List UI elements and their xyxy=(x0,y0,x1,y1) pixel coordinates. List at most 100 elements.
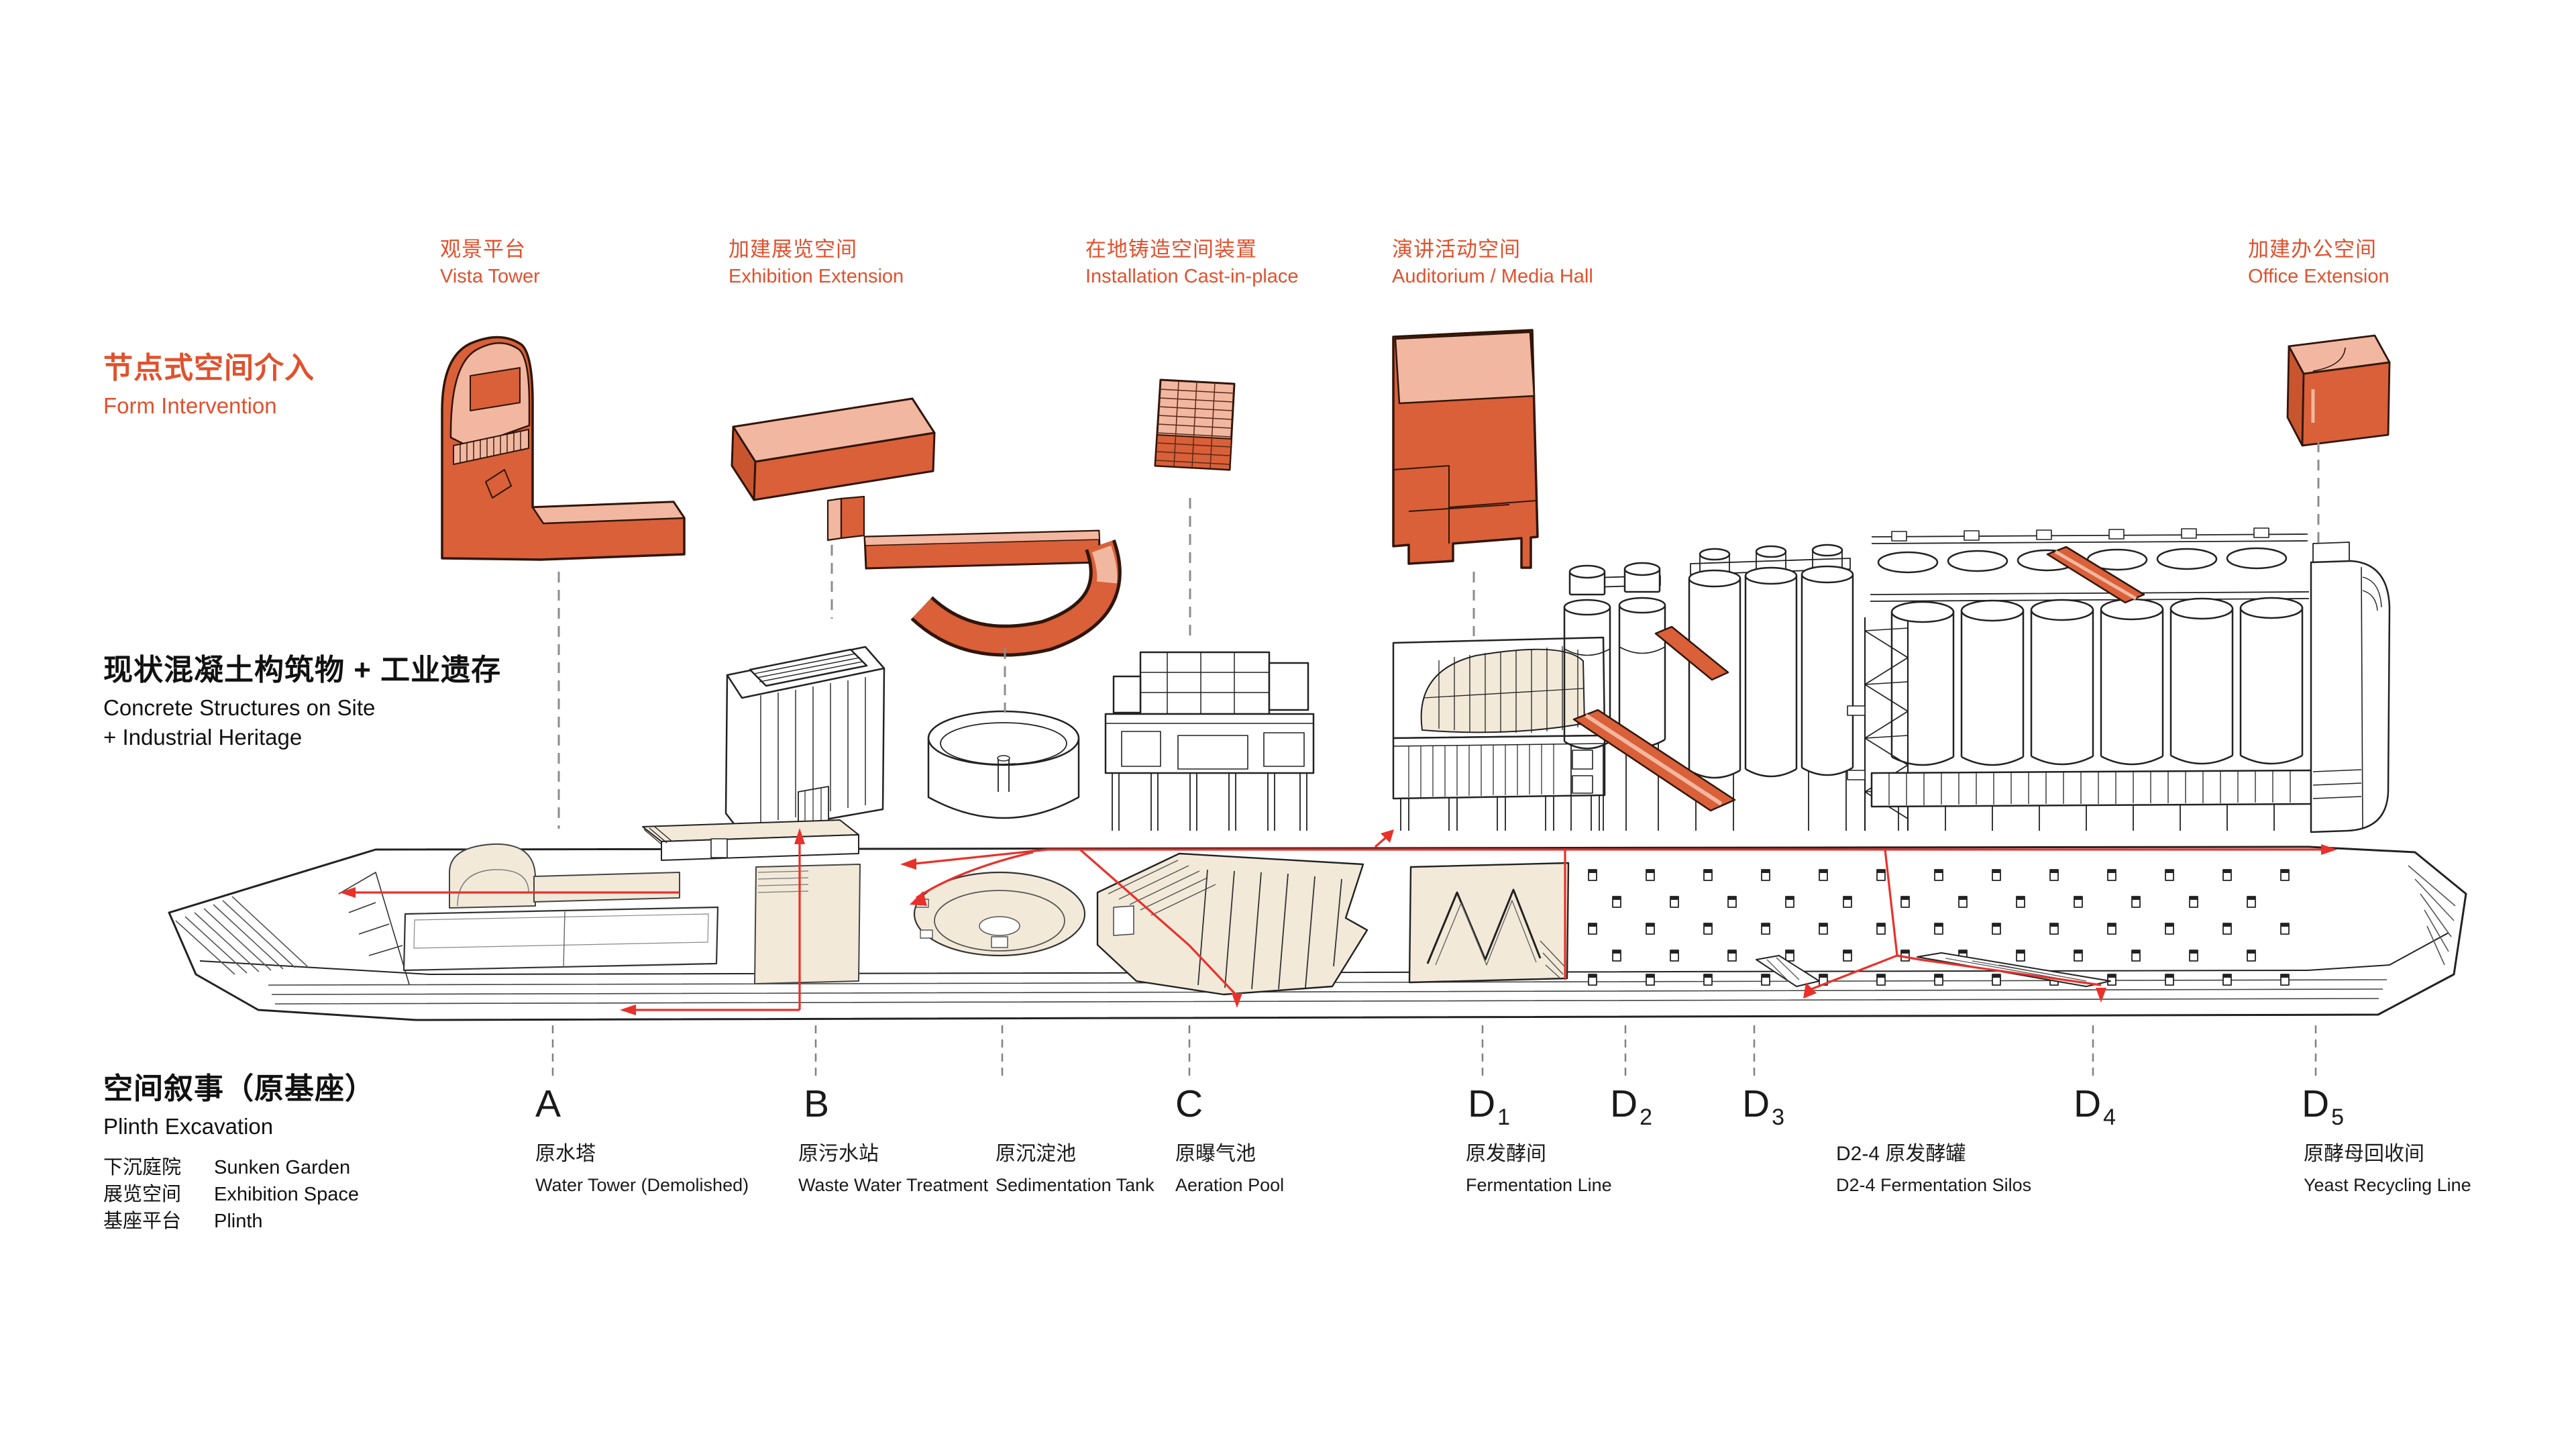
heritage-title-en-1: Concrete Structures on Site xyxy=(103,695,376,720)
caption-aeration: 原曝气池 Aeration Pool xyxy=(1175,1137,1284,1196)
yeast-recycling-building xyxy=(2310,542,2391,833)
vista-tower-form xyxy=(441,336,686,561)
marker-d1-sub: 1 xyxy=(1497,1105,1511,1130)
legend-sunken-garden-en: Sunken Garden xyxy=(214,1157,351,1178)
caption-fermentation-line-cn: 原发酵间 xyxy=(1466,1143,1546,1165)
caption-yeast-recycling-cn: 原酵母回收间 xyxy=(2304,1143,2424,1165)
j-curve-form xyxy=(863,529,1122,657)
marker-a-letter: A xyxy=(535,1082,561,1125)
marker-d5-sub: 5 xyxy=(2331,1105,2345,1130)
caption-fermentation-silos-cn: D2-4 原发酵罐 xyxy=(1836,1143,1966,1165)
fermentation-hall xyxy=(1392,636,1606,831)
label-vista-tower-cn: 观景平台 xyxy=(440,238,526,261)
label-installation: 在地铸造空间装置 Installation Cast-in-place xyxy=(1085,239,1299,287)
office-extension-form xyxy=(2286,334,2391,447)
auditorium-form xyxy=(1392,329,1539,569)
form-intervention-title-en: Form Intervention xyxy=(103,393,277,418)
caption-sedimentation-en: Sedimentation Tank xyxy=(996,1175,1155,1195)
marker-d2: D2 xyxy=(1610,1082,1652,1130)
leader-lines xyxy=(557,442,2320,829)
plinth-title-en: Plinth Excavation xyxy=(103,1114,274,1139)
caption-waste-water-en: Waste Water Treatment xyxy=(798,1175,989,1195)
heritage-drawing xyxy=(642,527,2391,861)
heritage-title-en-2: + Industrial Heritage xyxy=(103,725,303,750)
label-auditorium-cn: 演讲活动空间 xyxy=(1392,238,1521,261)
marker-b: B xyxy=(804,1082,829,1126)
label-exhibition-extension-cn: 加建展览空间 xyxy=(729,238,857,261)
section-plinth: 空间叙事（原基座） Plinth Excavation 下沉庭院 Sunken … xyxy=(103,1064,375,1235)
label-auditorium-en: Auditorium / Media Hall xyxy=(1392,266,1593,287)
marker-d4-sub: 4 xyxy=(2103,1105,2116,1130)
plinth-title-cn: 空间叙事（原基座） xyxy=(103,1072,375,1105)
exhibition-extension-form xyxy=(731,397,936,542)
heritage-title-cn: 现状混凝土构筑物 + 工业遗存 xyxy=(103,654,502,686)
legend-row-exhibition-space: 展览空间 Exhibition Space xyxy=(103,1181,375,1208)
legend-sunken-garden-cn: 下沉庭院 xyxy=(103,1157,182,1178)
fermentation-silo-block xyxy=(1870,527,2312,831)
caption-fermentation-line-en: Fermentation Line xyxy=(1466,1175,1612,1195)
caption-fermentation-silos-en: D2-4 Fermentation Silos xyxy=(1836,1175,2032,1195)
waste-water-treatment-building xyxy=(724,646,885,837)
caption-water-tower-en: Water Tower (Demolished) xyxy=(535,1175,749,1195)
label-office-extension-cn: 加建办公空间 xyxy=(2248,238,2377,261)
marker-c-letter: C xyxy=(1175,1082,1203,1125)
caption-fermentation-silos: D2-4 原发酵罐 D2-4 Fermentation Silos xyxy=(1836,1137,2031,1196)
marker-leader-lines xyxy=(551,1025,2317,1076)
aeration-frame-structure xyxy=(1104,651,1315,831)
caption-fermentation-line: 原发酵间 Fermentation Line xyxy=(1466,1137,1612,1196)
plinth-outbuilding xyxy=(642,819,859,861)
label-vista-tower-en: Vista Tower xyxy=(440,266,540,287)
marker-d5: D5 xyxy=(2302,1082,2344,1130)
caption-yeast-recycling-en: Yeast Recycling Line xyxy=(2304,1175,2471,1195)
marker-d1-letter: D xyxy=(1468,1082,1496,1125)
label-exhibition-extension-en: Exhibition Extension xyxy=(729,266,904,287)
legend-exhibition-space-en: Exhibition Space xyxy=(214,1184,360,1205)
form-layer xyxy=(441,329,2391,657)
label-office-extension-en: Office Extension xyxy=(2248,266,2390,287)
marker-d5-letter: D xyxy=(2302,1082,2330,1125)
label-exhibition-extension: 加建展览空间 Exhibition Extension xyxy=(729,239,904,287)
caption-water-tower-cn: 原水塔 xyxy=(535,1143,596,1165)
marker-d3-letter: D xyxy=(1742,1082,1770,1125)
circulation-arrows xyxy=(339,828,2337,1015)
marker-d1: D1 xyxy=(1468,1082,1510,1130)
section-heritage: 现状混凝土构筑物 + 工业遗存 Concrete Structures on S… xyxy=(103,646,501,750)
label-installation-cn: 在地铸造空间装置 xyxy=(1085,238,1257,261)
marker-d2-sub: 2 xyxy=(1640,1105,1653,1130)
caption-yeast-recycling: 原酵母回收间 Yeast Recycling Line xyxy=(2304,1137,2471,1196)
caption-waste-water: 原污水站 Waste Water Treatment xyxy=(798,1137,988,1196)
label-office-extension: 加建办公空间 Office Extension xyxy=(2248,239,2390,287)
legend-plinth-en: Plinth xyxy=(214,1211,263,1232)
sedimentation-tank-drawing xyxy=(927,710,1080,819)
marker-d4: D4 xyxy=(2074,1082,2116,1130)
label-auditorium: 演讲活动空间 Auditorium / Media Hall xyxy=(1392,239,1593,287)
marker-d2-letter: D xyxy=(1610,1082,1638,1125)
caption-aeration-en: Aeration Pool xyxy=(1175,1175,1285,1195)
mid-silos xyxy=(1688,544,1854,831)
marker-d4-letter: D xyxy=(2074,1082,2102,1125)
legend-plinth-cn: 基座平台 xyxy=(103,1211,182,1232)
legend-row-plinth: 基座平台 Plinth xyxy=(103,1208,375,1235)
label-vista-tower: 观景平台 Vista Tower xyxy=(440,239,540,287)
marker-d3: D3 xyxy=(1742,1082,1784,1130)
conveyor-bridges xyxy=(1572,546,2145,812)
plinth-legend: 下沉庭院 Sunken Garden 展览空间 Exhibition Space… xyxy=(103,1154,375,1235)
caption-water-tower: 原水塔 Water Tower (Demolished) xyxy=(535,1137,749,1196)
legend-exhibition-space-cn: 展览空间 xyxy=(103,1184,182,1205)
caption-sedimentation-cn: 原沉淀池 xyxy=(996,1143,1076,1165)
caption-waste-water-cn: 原污水站 xyxy=(798,1143,879,1165)
marker-c: C xyxy=(1175,1082,1203,1126)
marker-b-letter: B xyxy=(804,1082,830,1125)
installation-cast-in-place-form xyxy=(1154,378,1236,471)
legend-row-sunken-garden: 下沉庭院 Sunken Garden xyxy=(103,1154,375,1181)
marker-d3-sub: 3 xyxy=(1772,1105,1785,1130)
label-installation-en: Installation Cast-in-place xyxy=(1085,266,1299,287)
form-intervention-title-cn: 节点式空间介入 xyxy=(103,352,315,385)
section-form-intervention: 节点式空间介入 Form Intervention xyxy=(103,344,315,419)
caption-aeration-cn: 原曝气池 xyxy=(1175,1143,1256,1165)
caption-sedimentation: 原沉淀池 Sedimentation Tank xyxy=(996,1137,1155,1196)
twin-tanks xyxy=(1563,562,1666,831)
marker-a: A xyxy=(535,1082,561,1126)
